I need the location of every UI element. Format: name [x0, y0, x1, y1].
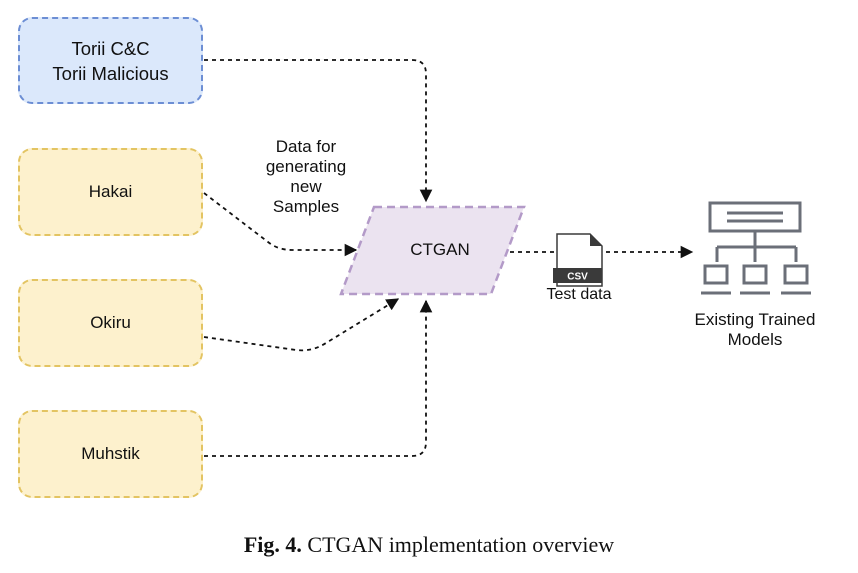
data-for-line: Samples [272, 197, 340, 216]
muhstik-node-label: Muhstik [81, 444, 140, 463]
torii-node: Torii C&C Torii Malicious [18, 17, 203, 104]
torii-node-line2: Torii Malicious [52, 62, 169, 84]
edge-muhstik-ctgan [204, 299, 433, 457]
models-line2: Models [727, 330, 783, 349]
test-data-label: Test data [546, 286, 612, 303]
data-for-line: generating [265, 157, 347, 176]
models-line1: Existing Trained [694, 310, 816, 329]
torii-node-line1: Torii C&C [71, 37, 150, 59]
edge-hakai-ctgan [203, 192, 358, 257]
edge-okiru-ctgan [203, 298, 400, 352]
hakai-node-label: Hakai [88, 182, 133, 201]
edge-torii-ctgan [204, 59, 433, 203]
figure-caption: Fig. 4. CTGAN implementation overview [0, 532, 858, 558]
hakai-node: Hakai [18, 148, 203, 236]
data-for-line: Data for [275, 137, 337, 156]
caption-text: CTGAN implementation overview [307, 532, 615, 557]
caption-label: Fig. 4. [243, 532, 302, 557]
existing-models-label: Existing Trained Models [655, 310, 855, 350]
data-for-line: new [290, 177, 322, 196]
okiru-node: Okiru [18, 279, 203, 367]
muhstik-node: Muhstik [18, 410, 203, 498]
csv-file-icon [553, 233, 603, 287]
network-models-icon [701, 201, 811, 295]
ctgan-node-shape [339, 205, 526, 296]
csv-badge-text: CSV [567, 272, 588, 283]
ctgan-node-label: CTGAN [410, 240, 470, 259]
data-for-generating-label: Data for generating new Samples [236, 137, 376, 217]
okiru-node-label: Okiru [90, 313, 131, 332]
